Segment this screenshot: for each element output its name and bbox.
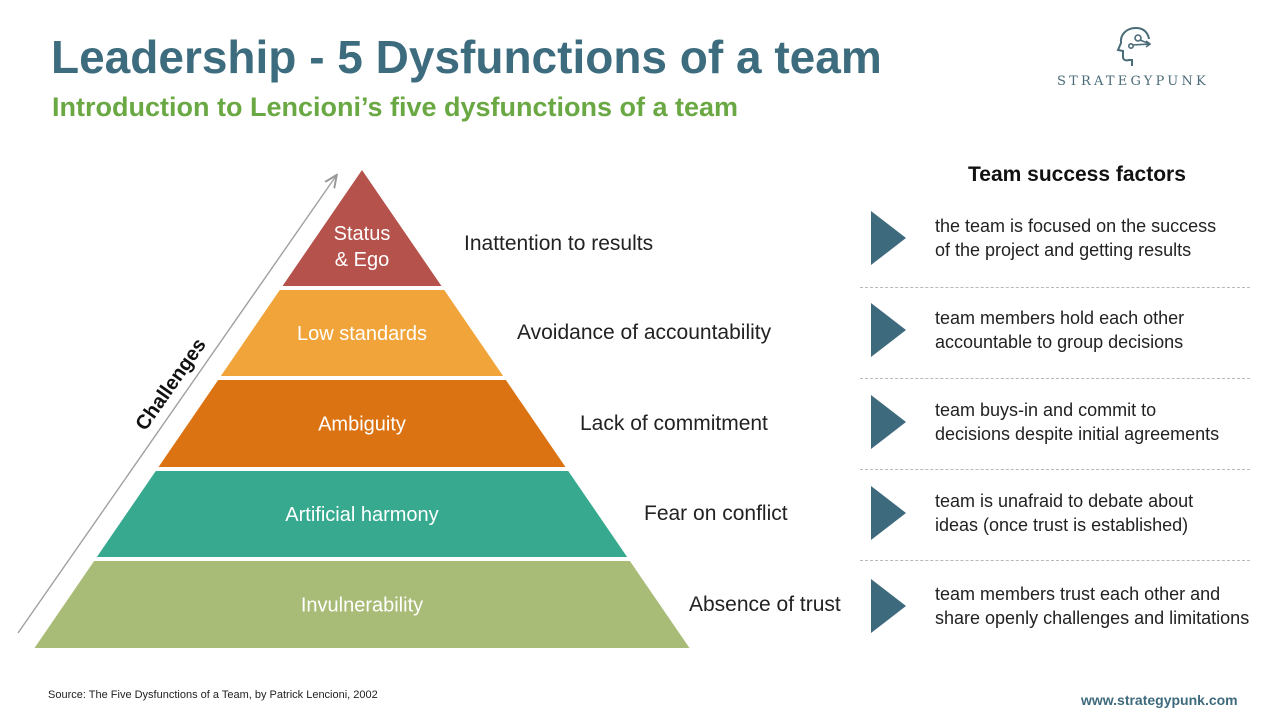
success-factor-line: team members trust each other and <box>935 584 1221 604</box>
dysfunction-label: Fear on conflict <box>644 502 788 525</box>
challenges-axis-arrow <box>17 176 336 634</box>
pyramid-tier-label: Ambiguity <box>318 414 406 436</box>
dysfunction-label: Avoidance of accountability <box>517 321 772 344</box>
pyramid-tier-label: Low standards <box>297 323 427 345</box>
pyramid-tier-4 <box>96 471 628 557</box>
success-factor-text: team is unafraid to debate about ideas (o… <box>935 489 1265 537</box>
success-factor-text: team members hold each other accountable … <box>935 306 1265 354</box>
brand-logo: STRATEGYPUNK <box>1038 24 1228 94</box>
success-factor-text: team buys-in and commit to decisions desp… <box>935 398 1265 446</box>
success-factors-header: Team success factors <box>968 163 1186 186</box>
website-link[interactable]: www.strategypunk.com <box>1081 692 1238 708</box>
pyramid-tier-label: Artificial harmony <box>285 504 438 526</box>
pyramid-tier-2 <box>220 290 504 376</box>
success-factor-text: the team is focused on the success of the… <box>935 214 1265 262</box>
pyramid-tier-label: Status <box>334 223 391 245</box>
row-divider <box>860 378 1250 379</box>
pyramid-tier-label: & Ego <box>335 249 389 271</box>
dysfunction-label: Inattention to results <box>464 232 654 255</box>
row-divider <box>860 287 1250 288</box>
row-divider <box>860 469 1250 470</box>
arrow-right-icon <box>871 303 906 357</box>
success-factor-line: share openly challenges and limitations <box>935 608 1250 628</box>
pyramid-tier-3 <box>158 380 566 467</box>
pyramid-tier-label: Invulnerability <box>301 595 423 617</box>
brand-name: STRATEGYPUNK <box>1057 74 1209 89</box>
pyramid-tier-5 <box>34 561 690 648</box>
arrow-right-icon <box>871 395 906 449</box>
page-title: Leadership - 5 Dysfunctions of a team <box>51 31 882 83</box>
row-divider <box>860 560 1250 561</box>
dysfunction-label: Absence of trust <box>689 592 841 616</box>
source-note: Source: The Five Dysfunctions of a Team,… <box>48 689 378 701</box>
page-subtitle: Introduction to Lencioni’s five dysfunct… <box>52 92 739 122</box>
arrow-right-icon <box>871 211 906 265</box>
success-factor-line: ideas (once trust is established) <box>935 515 1189 535</box>
success-factor-line: of the project and getting results <box>935 240 1192 260</box>
success-factor-line: the team is focused on the success <box>935 216 1217 236</box>
head-network-icon <box>1116 27 1152 66</box>
arrow-right-icon <box>871 579 906 633</box>
success-factor-text: team members trust each other and share o… <box>935 582 1265 630</box>
pyramid-tier-1 <box>282 170 442 286</box>
success-factor-line: team buys-in and commit to <box>935 400 1157 420</box>
success-factor-line: team is unafraid to debate about <box>935 491 1194 511</box>
success-factor-line: decisions despite initial agreements <box>935 424 1220 444</box>
dysfunction-label: Lack of commitment <box>580 411 768 435</box>
success-factor-line: team members hold each other <box>935 308 1185 328</box>
arrow-right-icon <box>871 486 906 540</box>
success-factor-line: accountable to group decisions <box>935 332 1184 352</box>
